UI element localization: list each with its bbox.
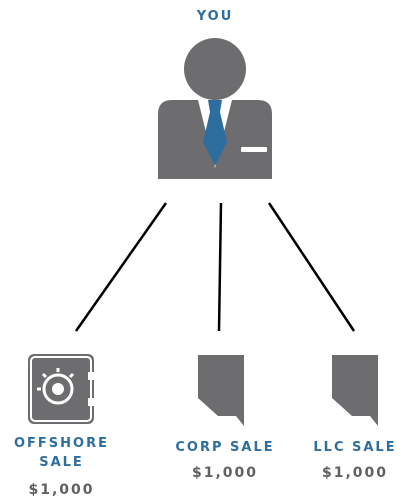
corp-sale-price: $1,000 [191,465,259,481]
llc-sale-label: LLC SALE [313,440,397,455]
offshore-sale-label-line1: OFFSHORE [14,436,109,451]
llc-sale-price: $1,000 [321,465,389,481]
corp-sale-label: CORP SALE [175,440,275,455]
offshore-sale-label-line2: SALE [39,455,84,470]
offshore-sale-price: $1,000 [28,482,95,498]
connector-line-offshore [74,202,168,332]
connector-line-corp [217,202,223,332]
document-tag-icon [198,355,244,426]
you-label: YOU [196,9,234,24]
document-tag-icon [332,355,378,426]
connector-line-llc [267,202,356,332]
businessman-icon [158,38,272,179]
safe-icon [28,354,94,424]
